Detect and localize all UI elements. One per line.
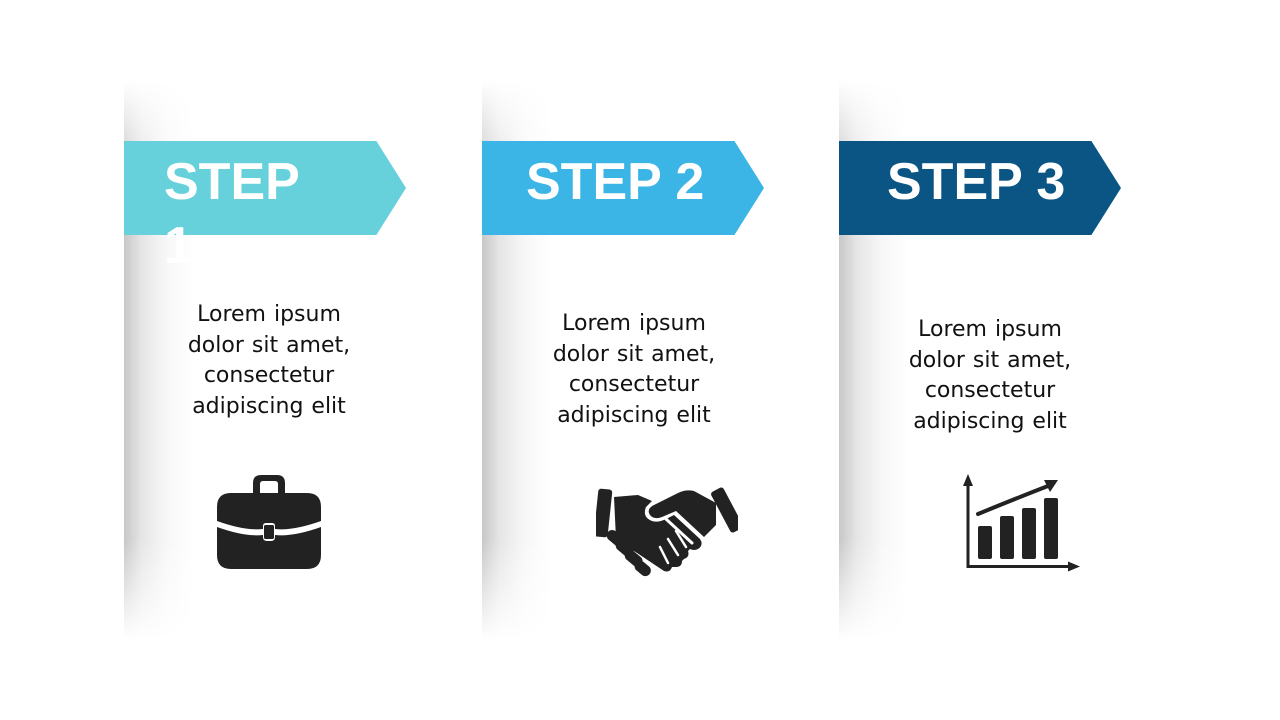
step-1-banner: [124, 141, 406, 235]
step-3-description: Lorem ipsum dolor sit amet, consectetur …: [908, 317, 1072, 434]
step-3-label: STEP 3: [887, 153, 1066, 211]
step-3-banner: [839, 141, 1121, 235]
step-1-description: Lorem ipsum dolor sit amet, consectetur …: [187, 302, 351, 419]
step-2-banner: [482, 141, 764, 235]
step-1-column: STEP 1 Lorem ipsum dolor sit amet, conse…: [124, 80, 481, 640]
step-2-description: Lorem ipsum dolor sit amet, consectetur …: [552, 311, 716, 428]
step-2-label: STEP 2: [526, 153, 705, 211]
step-3-column: STEP 3 Lorem ipsum dolor sit amet, conse…: [839, 80, 1196, 640]
step-1-label: STEP 1: [164, 153, 299, 275]
step-2-column: STEP 2 Lorem ipsum dolor sit amet, conse…: [482, 80, 839, 640]
handshake-icon: [596, 487, 738, 577]
briefcase-icon: [217, 475, 321, 569]
growth-chart-icon: [963, 474, 1080, 572]
